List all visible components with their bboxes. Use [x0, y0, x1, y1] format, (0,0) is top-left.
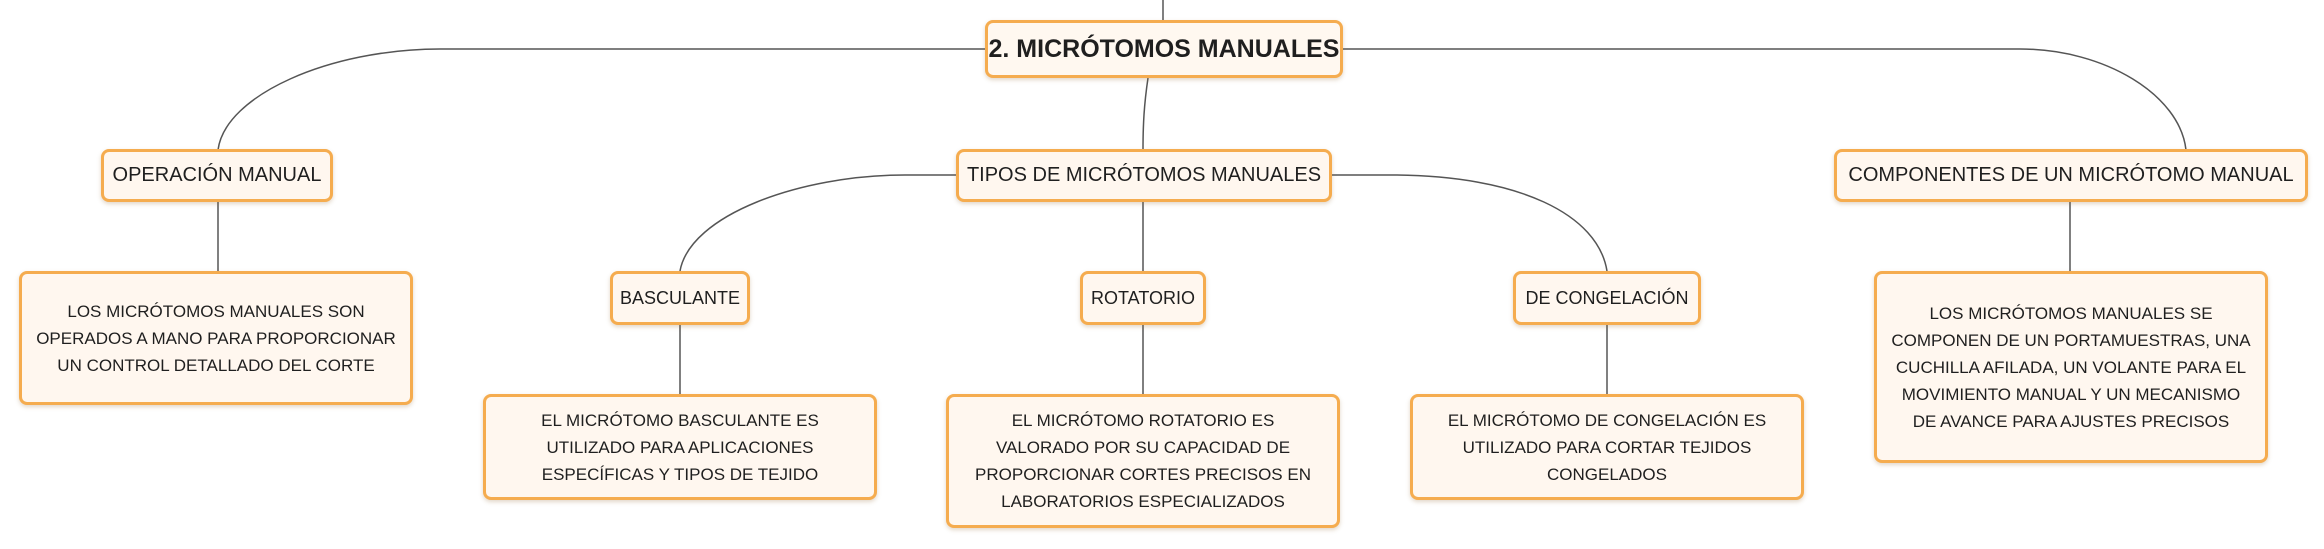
subtopic-label-rotatorio: ROTATORIO [1090, 287, 1195, 308]
connector-tipos-basculante [679, 174, 958, 272]
subtopic-node-rotatorio[interactable]: ROTATORIO [1080, 271, 1206, 325]
topic-node-componentes[interactable]: COMPONENTES DE UN MICRÓTOMO MANUAL [1834, 149, 2308, 202]
subtopic-node-basculante[interactable]: BASCULANTE [610, 271, 750, 325]
topic-label-componentes: COMPONENTES DE UN MICRÓTOMO MANUAL [1848, 164, 2294, 186]
topic-label-operacion-manual: OPERACIÓN MANUAL [112, 164, 322, 186]
desc-text-de-congelacion: EL MICRÓTOMO DE CONGELACIÓN ES UTILIZADO… [1447, 410, 1767, 484]
desc-node-operacion-manual[interactable]: LOS MICRÓTOMOS MANUALES SON OPERADOS A M… [19, 271, 413, 405]
subtopic-node-de-congelacion[interactable]: DE CONGELACIÓN [1513, 271, 1701, 325]
desc-text-componentes: LOS MICRÓTOMOS MANUALES SE COMPONEN DE U… [1891, 303, 2251, 431]
connector-root-tipos [1142, 77, 1149, 151]
desc-node-rotatorio[interactable]: EL MICRÓTOMO ROTATORIO ES VALORADO POR S… [946, 394, 1340, 528]
desc-node-de-congelacion[interactable]: EL MICRÓTOMO DE CONGELACIÓN ES UTILIZADO… [1410, 394, 1804, 500]
desc-text-rotatorio: EL MICRÓTOMO ROTATORIO ES VALORADO POR S… [975, 411, 1311, 511]
topic-node-operacion-manual[interactable]: OPERACIÓN MANUAL [101, 149, 333, 202]
desc-text-operacion-manual: LOS MICRÓTOMOS MANUALES SON OPERADOS A M… [36, 301, 396, 375]
root-node[interactable]: 2. MICRÓTOMOS MANUALES [985, 20, 1343, 78]
topic-label-tipos: TIPOS DE MICRÓTOMOS MANUALES [966, 164, 1322, 186]
root-node-label: 2. MICRÓTOMOS MANUALES [988, 34, 1340, 63]
subtopic-label-basculante: BASCULANTE [619, 287, 741, 308]
connector-tipos-congelacion [1330, 174, 1608, 272]
desc-node-basculante[interactable]: EL MICRÓTOMO BASCULANTE ES UTILIZADO PAR… [483, 394, 877, 500]
topic-node-tipos[interactable]: TIPOS DE MICRÓTOMOS MANUALES [956, 149, 1332, 202]
desc-text-basculante: EL MICRÓTOMO BASCULANTE ES UTILIZADO PAR… [541, 410, 819, 484]
connector-root-operacion [217, 48, 987, 151]
connector-root-componentes [1341, 48, 2187, 151]
desc-node-componentes[interactable]: LOS MICRÓTOMOS MANUALES SE COMPONEN DE U… [1874, 271, 2268, 463]
subtopic-label-de-congelacion: DE CONGELACIÓN [1525, 287, 1689, 308]
